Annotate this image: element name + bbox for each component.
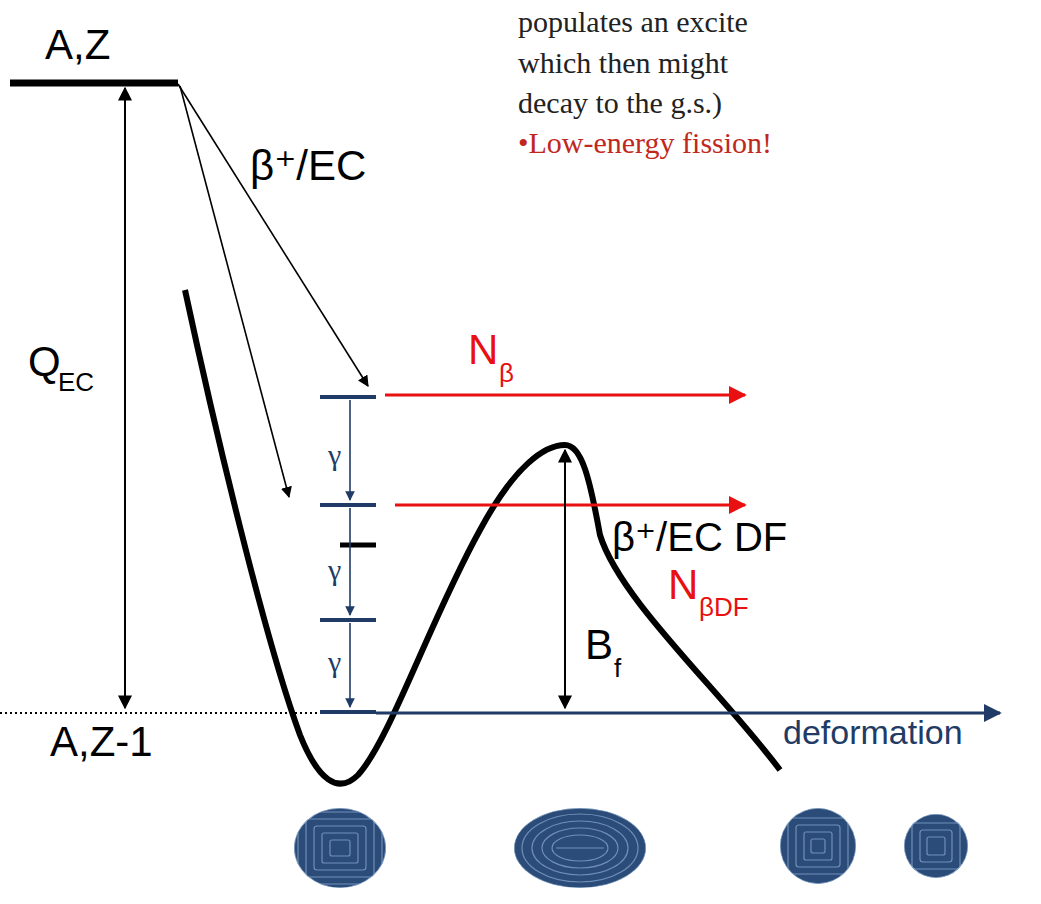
decay-mode-label: β⁺/EC DF xyxy=(612,517,787,557)
note-text: which then might xyxy=(518,48,728,78)
decay-mode-label: β⁺/EC xyxy=(250,145,366,187)
subscript-label: EC xyxy=(58,369,94,395)
extra-level xyxy=(340,543,376,548)
gamma-label: γ xyxy=(328,555,341,585)
note-highlight: •Low-energy fission! xyxy=(518,128,772,158)
barrier-label: B xyxy=(585,624,613,666)
parent-level xyxy=(10,80,178,87)
nucleus-label: A,Z-1 xyxy=(50,721,153,763)
subscript-label: f xyxy=(614,655,621,681)
nucleus-shapes xyxy=(294,808,968,888)
gamma-label: γ xyxy=(328,647,341,677)
barrier-height-arrow xyxy=(564,450,566,708)
rate-label: N xyxy=(668,564,698,606)
note-text: populates an excite xyxy=(518,7,748,37)
rate-label: N xyxy=(468,329,498,371)
ground-state-line xyxy=(0,712,322,714)
q-value-label: Q xyxy=(28,341,61,383)
beta-decay-arrow xyxy=(178,84,368,386)
gamma-arrows xyxy=(349,400,351,707)
gamma-label: γ xyxy=(328,440,341,470)
excited-levels xyxy=(320,397,376,712)
note-text: decay to the g.s.) xyxy=(518,88,722,118)
axis-label: deformation xyxy=(783,715,963,749)
bdf-rate-arrow xyxy=(395,504,745,507)
subscript-label: βDF xyxy=(699,594,749,620)
subscript-label: β xyxy=(499,360,514,386)
q-value-arrow xyxy=(124,88,126,708)
nucleus-label: A,Z xyxy=(45,24,110,66)
beta-rate-arrow xyxy=(385,394,745,397)
